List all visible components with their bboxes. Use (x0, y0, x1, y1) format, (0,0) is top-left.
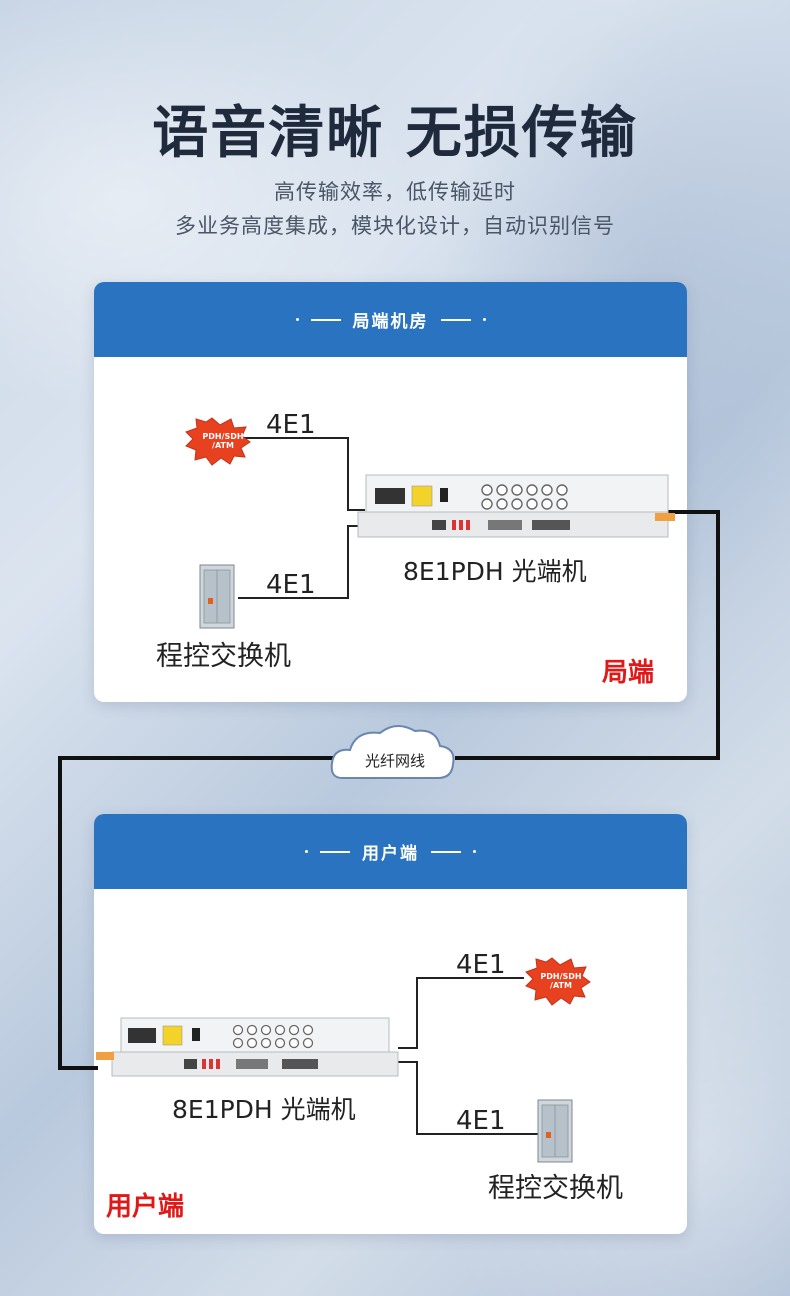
central-office-corner-label: 局端 (602, 658, 655, 688)
central-office-card-header: 局端机房 (94, 282, 687, 357)
bottom-burst-line-1: PDH/SDH (540, 972, 582, 981)
top-e1-label-lower: 4E1 (266, 570, 316, 600)
switch-cabinet-icon-top (199, 564, 235, 629)
central-office-card-title: 局端机房 (352, 312, 429, 332)
top-burst-text: PDH/SDH /ATM (194, 432, 252, 450)
bottom-e1-line-upper (398, 977, 524, 1049)
top-e1-line-upper (244, 437, 365, 511)
top-burst-line-2: /ATM (212, 441, 234, 450)
top-switch-label: 程控交换机 (156, 641, 291, 672)
bottom-burst-line-2: /ATM (550, 981, 572, 990)
top-device-label: 8E1PDH 光端机 (403, 557, 587, 586)
bottom-e1-line-lower (398, 1061, 538, 1135)
switch-cabinet-icon-bottom (537, 1099, 573, 1163)
user-end-card-title: 用户端 (362, 844, 419, 864)
fiber-link-lower (58, 756, 335, 1070)
top-e1-line-lower (238, 525, 365, 599)
bottom-e1-label-upper: 4E1 (456, 950, 506, 980)
page-title: 语音清晰 无损传输 (152, 101, 638, 166)
pdh-burst-icon-top (185, 417, 251, 466)
cloud-icon (330, 725, 455, 779)
top-burst-line-1: PDH/SDH (202, 432, 244, 441)
fiber-link-label: 光纤网线 (364, 752, 425, 770)
pdh-burst-icon-bottom (525, 957, 591, 1006)
user-end-corner-label: 用户端 (106, 1192, 185, 1222)
bottom-burst-text: PDH/SDH /ATM (532, 972, 590, 990)
optical-transceiver-device-top (357, 474, 675, 538)
subtitle-line-1: 高传输效率，低传输延时 (274, 180, 516, 204)
subtitle-line-2: 多业务高度集成，模块化设计，自动识别信号 (175, 214, 615, 238)
user-end-card-header: 用户端 (94, 814, 687, 889)
bottom-e1-label-lower: 4E1 (456, 1106, 506, 1136)
fiber-port-bottom (96, 1052, 114, 1060)
optical-transceiver-device-bottom (96, 1017, 399, 1077)
top-e1-label-upper: 4E1 (266, 410, 316, 440)
bottom-switch-label: 程控交换机 (488, 1173, 623, 1204)
bottom-device-label: 8E1PDH 光端机 (172, 1095, 356, 1124)
fiber-port-top (655, 513, 675, 521)
fiber-link-upper (455, 510, 720, 760)
